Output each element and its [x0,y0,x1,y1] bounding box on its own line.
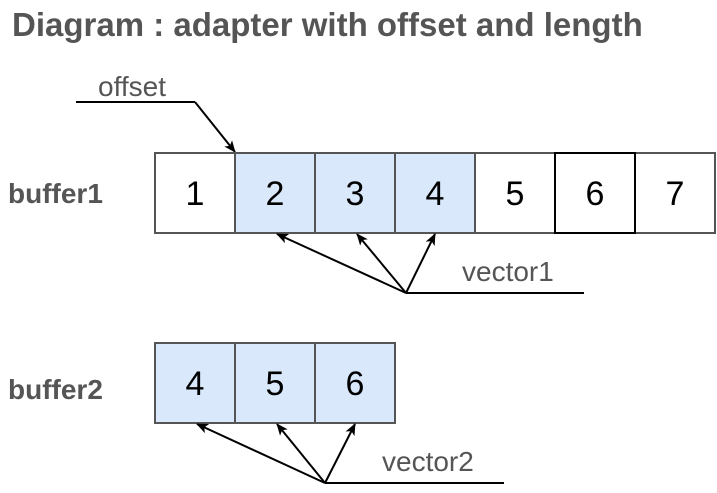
cell-value: 6 [586,175,605,213]
buffer2-cell: 6 [314,342,396,424]
buffer1-cell: 3 [314,152,396,234]
buffer1-cell: 2 [234,152,316,234]
cell-box-highlighted [234,342,316,424]
cell-box-highlighted [314,152,396,234]
buffer2-cell: 5 [234,342,316,424]
vector1-arrow [356,233,407,294]
cell-value: 4 [426,175,445,213]
vector1-pointer-group [276,233,584,294]
vector1-label: vector1 [462,256,554,287]
vector1-arrow [405,233,436,294]
buffer1-cell: 4 [394,152,476,234]
diagram-title: Diagram : adapter with offset and length [12,6,643,43]
vector1-arrow [276,233,407,294]
buffer2-cell: 4 [154,342,236,424]
vector2-pointer-group [196,423,504,484]
vector2-arrow [324,423,356,484]
buffer1-cell: 1 [154,152,236,234]
vector2-arrow [196,423,326,484]
cell-value: 3 [346,175,365,213]
buffer2-cells: 4 5 6 [154,342,396,424]
buffer1-cells: 1 2 3 4 5 6 7 [154,152,716,234]
cell-value: 1 [186,175,205,213]
buffer1-label: buffer1 [8,178,103,209]
buffer1-cell: 6 [554,152,636,234]
cell-value: 6 [346,365,365,403]
cell-6-dark-border [554,152,636,234]
cell-value: 4 [186,365,205,403]
cell-value: 5 [266,365,285,403]
buffer1-cell: 5 [474,152,556,234]
vector2-label: vector2 [382,446,474,477]
cell-box-highlighted [234,152,316,234]
buffer1-cell: 7 [634,152,716,234]
cell-box-highlighted [314,342,396,424]
offset-arrow [194,101,236,153]
buffer2-label: buffer2 [8,374,103,405]
vector2-arrow [276,423,326,484]
cell-value: 5 [506,175,525,213]
offset-label: offset [98,71,166,102]
cell-box-highlighted [154,342,236,424]
cell-value: 7 [666,175,685,213]
cell-value: 2 [266,175,285,213]
